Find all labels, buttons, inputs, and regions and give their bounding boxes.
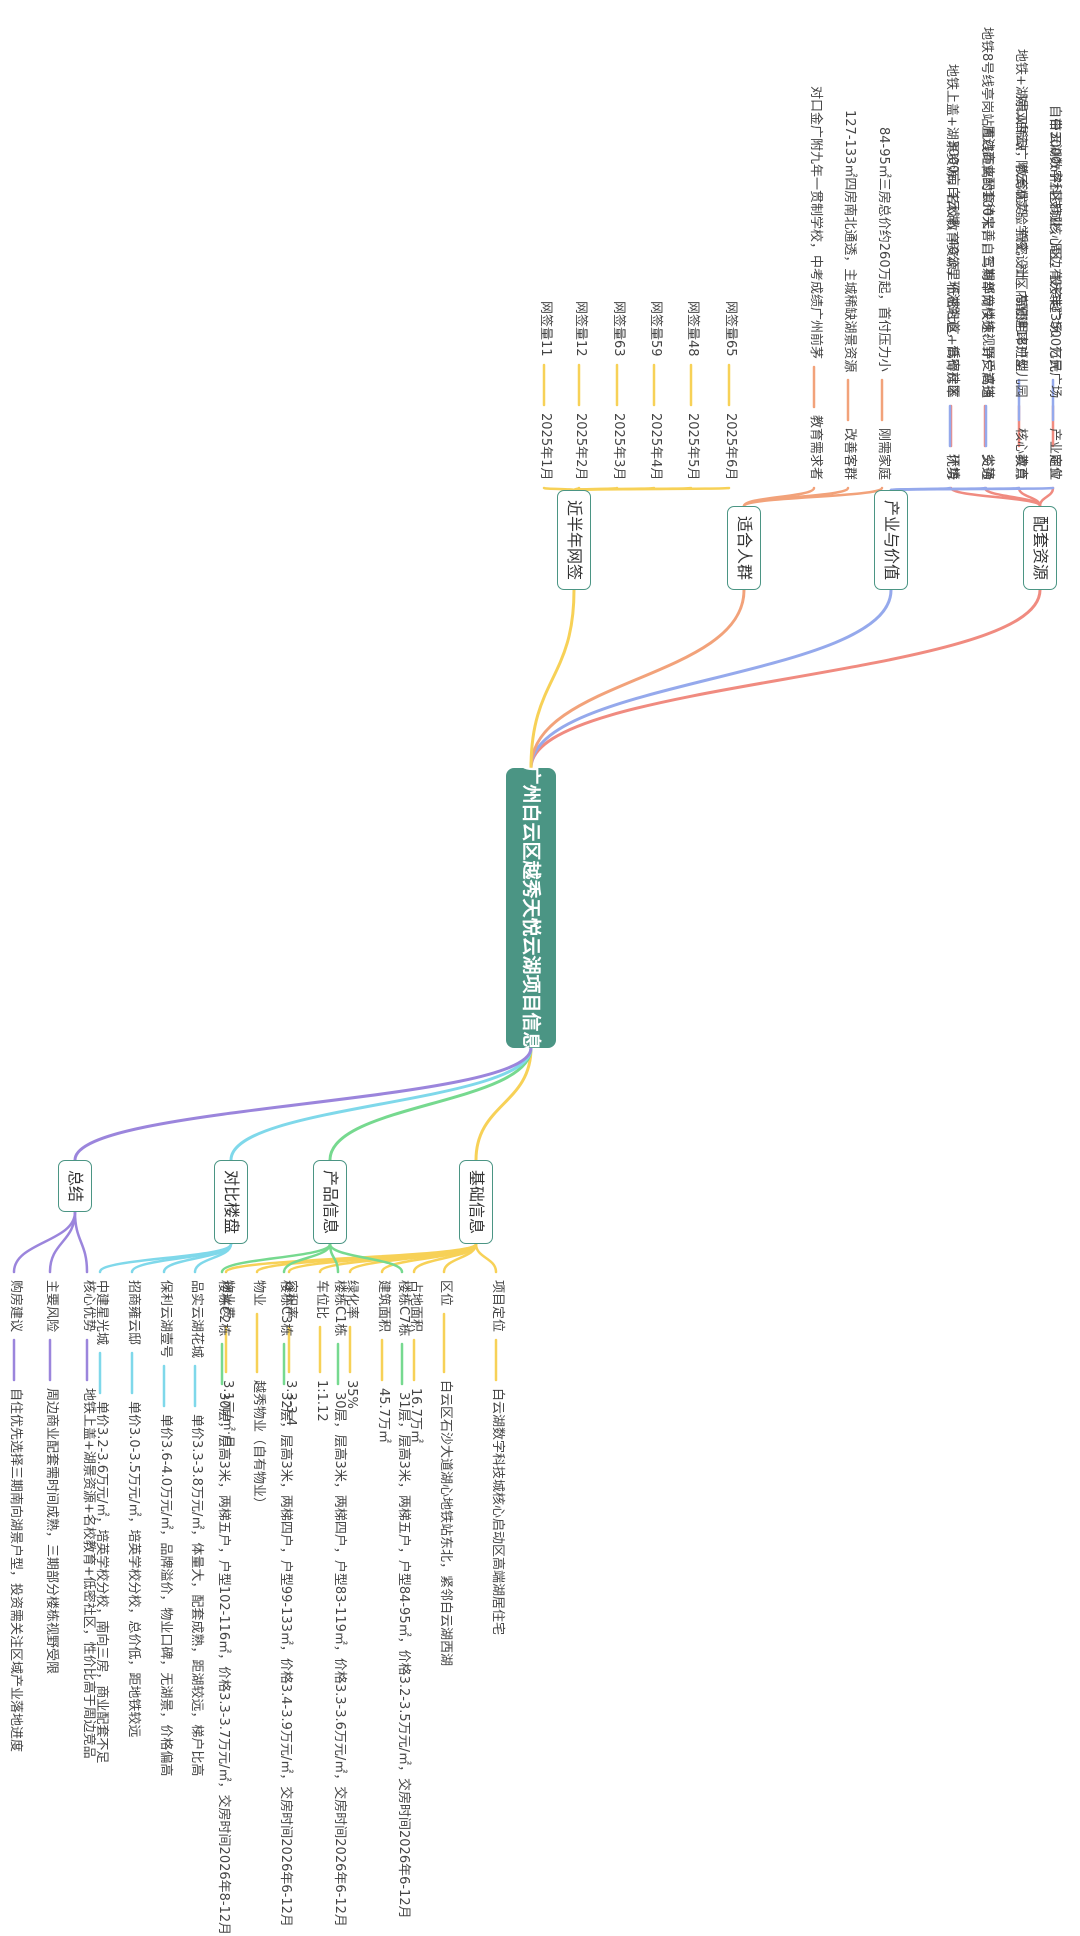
leaf-detail: 网签量12 [573, 301, 588, 357]
leaf-connector [98, 1242, 233, 1274]
leaf-label: 招商雍云邸 [126, 1280, 141, 1346]
leaf-detail: 网签量65 [723, 301, 738, 357]
leaf-detail: 32层，层高3米，两梯四户，户型99-133㎡，价格3.4-3.9万元/㎡，交房… [278, 1392, 293, 1927]
leaf-connector [949, 486, 1042, 508]
leaf-label: 教育需求者 [808, 415, 823, 481]
leaf-detail: 1:1.12 [314, 1380, 329, 1422]
leaf-detail: 地铁上盖+湖景资源+名校教育+低密社区，性价比高于周边竞品 [81, 1388, 96, 1759]
leaf-connector [48, 1210, 77, 1274]
leaf-connector [328, 1242, 404, 1274]
leaf-detail: 30层，层高3米，两梯四户，户型83-119㎡，价格3.3-3.6万元/㎡，交房… [332, 1392, 347, 1927]
leaf-detail: 网签量59 [648, 301, 663, 357]
branch-node[interactable]: 配套资源 [1023, 506, 1057, 591]
branch-connector [229, 1046, 533, 1162]
branch-node[interactable]: 产品信息 [313, 1160, 347, 1245]
leaf-connector [220, 1242, 332, 1274]
leaf-label: 品实云湖花城 [189, 1280, 204, 1359]
leaf-label: 楼栋C3栋 [278, 1280, 293, 1337]
branch-node[interactable]: 近半年网签 [557, 490, 591, 591]
leaf-connector [73, 1210, 89, 1274]
branch-node[interactable]: 适合人群 [727, 506, 761, 591]
leaf-detail: 越秀物业（自有物业） [251, 1380, 266, 1511]
leaf-connector [1038, 486, 1055, 508]
branch-node[interactable]: 产业与价值 [874, 490, 908, 591]
leaf-detail: 127-133㎡四房南北通透，主城稀缺湖景资源 [842, 110, 857, 373]
branch-connector [529, 588, 746, 770]
branch-connector [73, 1046, 533, 1162]
leaf-detail: 84-95㎡三房总价约260万起，首付压力小 [876, 127, 891, 372]
leaf-detail: 对口金广附九年一贯制学校，中考成绩广州前茅 [808, 86, 823, 360]
leaf-detail: 单价3.6-4.0万元/㎡，品牌溢价，物业口碑，无湖景，价格偏高 [158, 1414, 173, 1777]
leaf-connector [742, 486, 816, 508]
leaf-detail: 周边商业配套需时间成熟，三期部分楼栋视野受限 [44, 1388, 59, 1675]
branch-node[interactable]: 基础信息 [459, 1160, 493, 1245]
branch-connector [529, 588, 576, 770]
leaf-connector [742, 486, 850, 508]
leaf-label: 产业定位 [1047, 428, 1062, 481]
branch-connector [328, 1046, 533, 1162]
leaf-detail: 网签量48 [685, 301, 700, 357]
leaf-detail: 单价3.0-3.5万元/㎡，培英学校分校，总价低，距地铁较远 [126, 1401, 141, 1738]
leaf-label: 刚需家庭 [876, 428, 891, 481]
leaf-label: 建筑面积 [376, 1280, 391, 1333]
leaf-label: 保利云湖壹号 [158, 1280, 173, 1359]
leaf-label: 2025年6月 [723, 413, 738, 481]
leaf-label: 2025年4月 [648, 413, 663, 481]
leaf-detail: 单价3.3-3.8万元/㎡，体量大，配套成熟，距湖较远，梯户比高 [189, 1414, 204, 1777]
leaf-connector [12, 1210, 77, 1274]
branch-node[interactable]: 总结 [58, 1160, 92, 1213]
branch-connector [529, 588, 893, 770]
leaf-label: 项目定位 [490, 1280, 505, 1333]
leaf-detail: 周边商业配套待完善，三期部分楼栋视野受遮挡 [980, 125, 995, 399]
leaf-label: 优势 [944, 454, 959, 481]
leaf-detail: 30层，层高3米，两梯五户，户型102-116㎡，价格3.3-3.7万元/㎡，交… [216, 1392, 231, 1936]
root-node[interactable]: 广州白云区越秀天悦云湖项目信息 [506, 766, 556, 1051]
leaf-detail: 45.7万㎡ [376, 1388, 391, 1443]
branch-node[interactable]: 对比楼盘 [214, 1160, 248, 1245]
leaf-detail: 地铁上盖+湖景资源，名校教育资源，低密社区+高得房率 [944, 64, 959, 398]
leaf-detail: 网签量11 [538, 301, 553, 357]
leaf-label: 主要风险 [44, 1280, 59, 1333]
leaf-label: 2025年3月 [611, 413, 626, 481]
leaf-label: 物业 [251, 1280, 266, 1307]
leaf-detail: 白云湖数字科技城核心区，投资超3500亿元 [1047, 118, 1062, 373]
leaf-label: 劣势 [980, 454, 995, 481]
leaf-detail: 31层，层高3米，两梯五户，户型84-95㎡，价格3.2-3.5万元/㎡，交房时… [396, 1392, 411, 1919]
leaf-label: 改善客群 [842, 428, 857, 481]
leaf-detail: 自住优先选择三期南向湖景户型，投资需关注区域产业落地进度 [8, 1388, 23, 1753]
leaf-detail: 网签量63 [611, 301, 626, 357]
leaf-connector [224, 1242, 478, 1274]
leaf-connector [474, 1242, 498, 1274]
branch-connector [529, 588, 1042, 770]
leaf-detail: 地铁+湖景双稀缺，教育优势，低密设计，高使用率户型 [1013, 49, 1028, 372]
leaf-label: 楼栋C1栋 [332, 1280, 347, 1337]
leaf-detail: 白云区石沙大道湖心地铁站东北，紧邻白云湖西湖 [438, 1380, 453, 1667]
leaf-label: 2025年2月 [573, 413, 588, 481]
leaf-label: 楼栋C2栋 [216, 1280, 231, 1337]
leaf-label: 购房建议 [8, 1280, 23, 1333]
leaf-label: 核心卖点 [1013, 428, 1028, 481]
leaf-label: 2025年1月 [538, 413, 553, 481]
leaf-connector [889, 486, 952, 492]
leaf-label: 2025年5月 [685, 413, 700, 481]
branch-connector [474, 1046, 533, 1162]
leaf-detail: 白云湖数字科技城核心启动区高端湖居住宅 [490, 1388, 505, 1636]
leaf-label: 车位比 [314, 1280, 329, 1320]
leaf-label: 楼栋C7栋 [396, 1280, 411, 1337]
leaf-label: 核心优势 [81, 1280, 96, 1333]
leaf-connector [542, 486, 576, 492]
leaf-label: 区位 [438, 1280, 453, 1307]
